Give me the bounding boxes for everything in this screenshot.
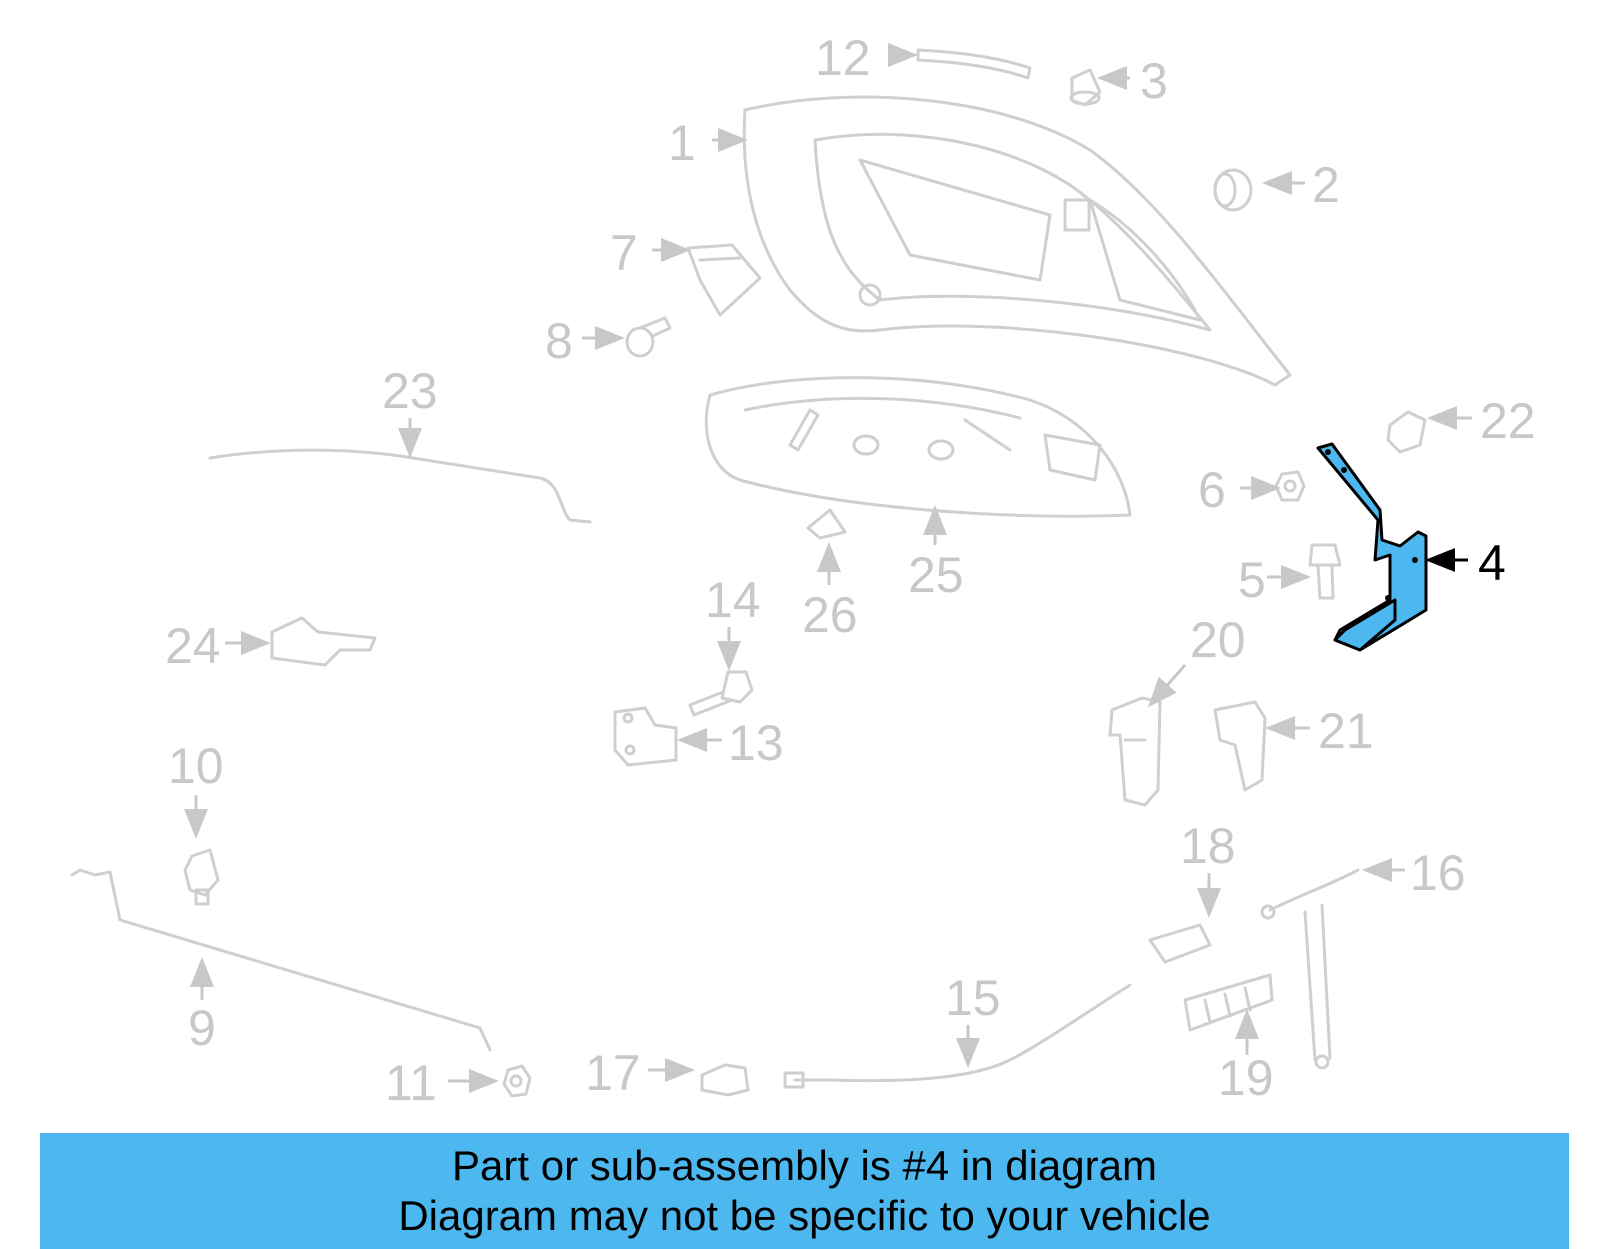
part-8-bolt	[625, 316, 672, 358]
callout-25: 25	[908, 547, 964, 603]
callout-8: 8	[545, 313, 573, 369]
part-26-clip	[806, 508, 847, 540]
banner-line-2: Diagram may not be specific to your vehi…	[398, 1192, 1211, 1239]
banner-line-1: Part or sub-assembly is #4 in diagram	[452, 1142, 1157, 1189]
part-11-nut	[502, 1064, 532, 1098]
callout-1: 1	[668, 115, 696, 171]
callout-13: 13	[728, 715, 784, 771]
part-18-clip	[1148, 923, 1212, 964]
part-13-latch	[613, 706, 678, 767]
callout-9: 9	[188, 1000, 216, 1056]
callout-2: 2	[1312, 157, 1340, 213]
part-19-clip	[1183, 973, 1274, 1032]
callout-18: 18	[1180, 818, 1236, 874]
part-10-clip	[183, 848, 220, 906]
callout-5: 5	[1238, 552, 1266, 608]
info-banner: Part or sub-assembly is #4 in diagram Di…	[40, 1133, 1569, 1249]
part-2-bumper	[1213, 168, 1253, 212]
callout-24: 24	[165, 618, 221, 674]
callout-20: 20	[1190, 612, 1246, 668]
callout-arrows	[184, 43, 1472, 1093]
callout-15: 15	[945, 970, 1001, 1026]
part-7-bracket	[686, 243, 762, 317]
part-14-bolt	[688, 670, 754, 717]
callout-11: 11	[385, 1055, 437, 1111]
part-5-bolt	[1308, 543, 1342, 600]
callout-labels: 1 2 3 4 5 6 7 8 9 10 11 12 13 14 15 16 1…	[165, 30, 1536, 1111]
callout-3: 3	[1140, 53, 1168, 109]
part-3-clip	[1069, 68, 1102, 107]
part-25-insulator	[704, 376, 1132, 518]
callout-26: 26	[802, 587, 858, 643]
callout-23: 23	[382, 363, 438, 419]
part-9-support-rod	[70, 868, 492, 1052]
part-12-seal	[916, 48, 1032, 80]
part-17-handle	[700, 1063, 750, 1097]
part-15-release-cable	[783, 983, 1132, 1089]
callout-16: 16	[1410, 845, 1466, 901]
callout-4: 4	[1478, 535, 1506, 591]
callout-19: 19	[1218, 1050, 1274, 1106]
part-4-hood-hinge	[1316, 442, 1428, 652]
callout-22: 22	[1480, 393, 1536, 449]
callout-7: 7	[610, 225, 638, 281]
callout-17: 17	[585, 1045, 641, 1101]
part-6-nut	[1274, 470, 1306, 502]
callout-10: 10	[168, 738, 224, 794]
part-23-prop-rod	[208, 448, 592, 524]
part-22-clip	[1386, 410, 1427, 454]
callout-14: 14	[705, 572, 761, 628]
part-21-bracket	[1213, 700, 1267, 792]
part-16-cable-guide	[1260, 868, 1360, 1070]
part-24-bracket	[270, 616, 377, 667]
callout-6: 6	[1198, 462, 1226, 518]
callout-12: 12	[815, 30, 871, 86]
part-20-bracket	[1108, 696, 1162, 807]
part-1-hood-panel	[742, 95, 1292, 387]
callout-21: 21	[1318, 703, 1374, 759]
